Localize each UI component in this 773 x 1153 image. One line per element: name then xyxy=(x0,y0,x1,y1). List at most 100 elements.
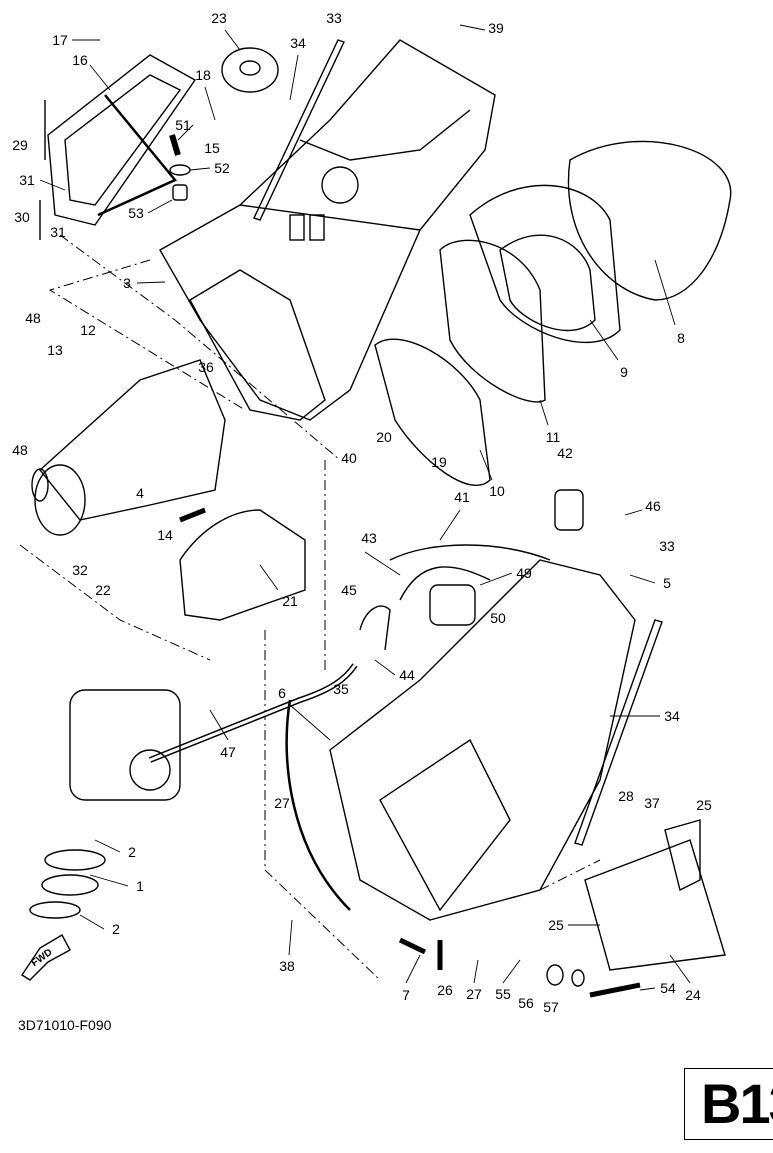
plate-25 xyxy=(664,819,701,892)
callout-14: 14 xyxy=(157,527,173,543)
callout-28: 28 xyxy=(618,788,634,804)
callout-30: 30 xyxy=(14,209,30,225)
seal-strip-part xyxy=(253,39,345,221)
washer-57 xyxy=(571,969,585,987)
callout-20: 20 xyxy=(376,429,392,445)
callout-27b: 27 xyxy=(466,986,482,1002)
air-duct-part xyxy=(179,509,306,621)
callout-7: 7 xyxy=(402,987,410,1003)
filter-seal-part xyxy=(374,338,491,486)
callout-13: 13 xyxy=(47,342,63,358)
callout-12: 12 xyxy=(80,322,96,338)
callout-48b: 48 xyxy=(12,442,28,458)
callout-49: 49 xyxy=(516,565,532,581)
screw-14 xyxy=(179,507,206,523)
callout-35: 35 xyxy=(333,681,349,697)
callout-25b: 25 xyxy=(548,917,564,933)
callout-23: 23 xyxy=(211,10,227,26)
hose-43 xyxy=(399,566,491,601)
callout-3: 3 xyxy=(123,275,131,291)
callout-51: 51 xyxy=(175,117,191,133)
callout-11: 11 xyxy=(545,429,561,445)
callout-54: 54 xyxy=(660,980,676,996)
callout-47: 47 xyxy=(220,744,236,760)
callout-33b: 33 xyxy=(659,538,675,554)
callout-52: 52 xyxy=(214,160,230,176)
callout-45: 45 xyxy=(341,582,357,598)
grommet-53 xyxy=(172,184,188,201)
page-label-box: B13 xyxy=(684,1068,773,1140)
callout-48: 48 xyxy=(25,310,41,326)
callout-43: 43 xyxy=(361,530,377,546)
callout-37: 37 xyxy=(644,795,660,811)
page-label: B13 xyxy=(701,1072,773,1135)
callout-21: 21 xyxy=(282,593,298,609)
callout-42: 42 xyxy=(557,445,573,461)
callout-5: 5 xyxy=(663,575,671,591)
filter-guide-frame-part xyxy=(439,239,546,403)
callout-27: 27 xyxy=(274,795,290,811)
callout-18: 18 xyxy=(195,67,211,83)
hose-47 xyxy=(148,663,358,763)
collar-56 xyxy=(546,964,564,986)
callout-2b: 2 xyxy=(112,921,120,937)
drawing-code: 3D71010-F090 xyxy=(18,1017,112,1033)
air-box-sub-part xyxy=(285,559,636,921)
callout-57: 57 xyxy=(543,999,559,1015)
carburetor-part xyxy=(29,689,181,919)
callout-40: 40 xyxy=(341,450,357,466)
callout-32: 32 xyxy=(72,562,88,578)
callout-8: 8 xyxy=(677,330,685,346)
valve-part xyxy=(554,489,584,531)
callout-29: 29 xyxy=(12,137,28,153)
air-filter-element-part xyxy=(469,140,732,344)
hose-41 xyxy=(389,544,551,561)
filter-guide-part xyxy=(47,54,197,226)
callout-10: 10 xyxy=(489,483,505,499)
cap-part xyxy=(221,47,279,93)
air-filter-case-part xyxy=(159,39,496,421)
callout-15: 15 xyxy=(204,140,220,156)
leader-lines xyxy=(39,24,691,991)
callout-26: 26 xyxy=(437,982,453,998)
bolt-54 xyxy=(589,982,641,998)
callout-4: 4 xyxy=(136,485,144,501)
callout-34: 34 xyxy=(290,35,306,51)
bolt-51 xyxy=(169,134,181,156)
callout-38: 38 xyxy=(279,958,295,974)
fwd-arrow-icon xyxy=(21,934,71,981)
hose-45 xyxy=(359,605,391,651)
callout-55: 55 xyxy=(495,986,511,1002)
callout-1: 1 xyxy=(136,878,144,894)
callout-31b: 31 xyxy=(50,224,66,240)
callout-56: 56 xyxy=(518,995,534,1011)
plate-24 xyxy=(584,839,726,971)
callout-9: 9 xyxy=(620,364,628,380)
callout-16: 16 xyxy=(72,52,88,68)
assembly-lines xyxy=(19,234,601,981)
screw-7 xyxy=(398,937,427,955)
callout-17: 17 xyxy=(52,32,68,48)
seal-strip-part-2 xyxy=(574,619,663,846)
callout-22: 22 xyxy=(95,582,111,598)
callout-6: 6 xyxy=(278,685,286,701)
washer-52 xyxy=(169,164,191,176)
carburetor-joint-part xyxy=(31,359,226,536)
callout-41: 41 xyxy=(454,489,470,505)
callout-39: 39 xyxy=(488,20,504,36)
callout-19: 19 xyxy=(431,454,447,470)
callout-31: 31 xyxy=(19,172,35,188)
callout-53: 53 xyxy=(128,205,144,221)
callout-36: 36 xyxy=(198,359,214,375)
canister-part xyxy=(429,584,476,626)
callout-46: 46 xyxy=(645,498,661,514)
callout-34b: 34 xyxy=(664,708,680,724)
callout-2: 2 xyxy=(128,844,136,860)
callout-24: 24 xyxy=(685,987,701,1003)
callout-33: 33 xyxy=(326,10,342,26)
callout-25: 25 xyxy=(696,797,712,813)
callout-50: 50 xyxy=(490,610,506,626)
callout-44: 44 xyxy=(399,667,415,683)
